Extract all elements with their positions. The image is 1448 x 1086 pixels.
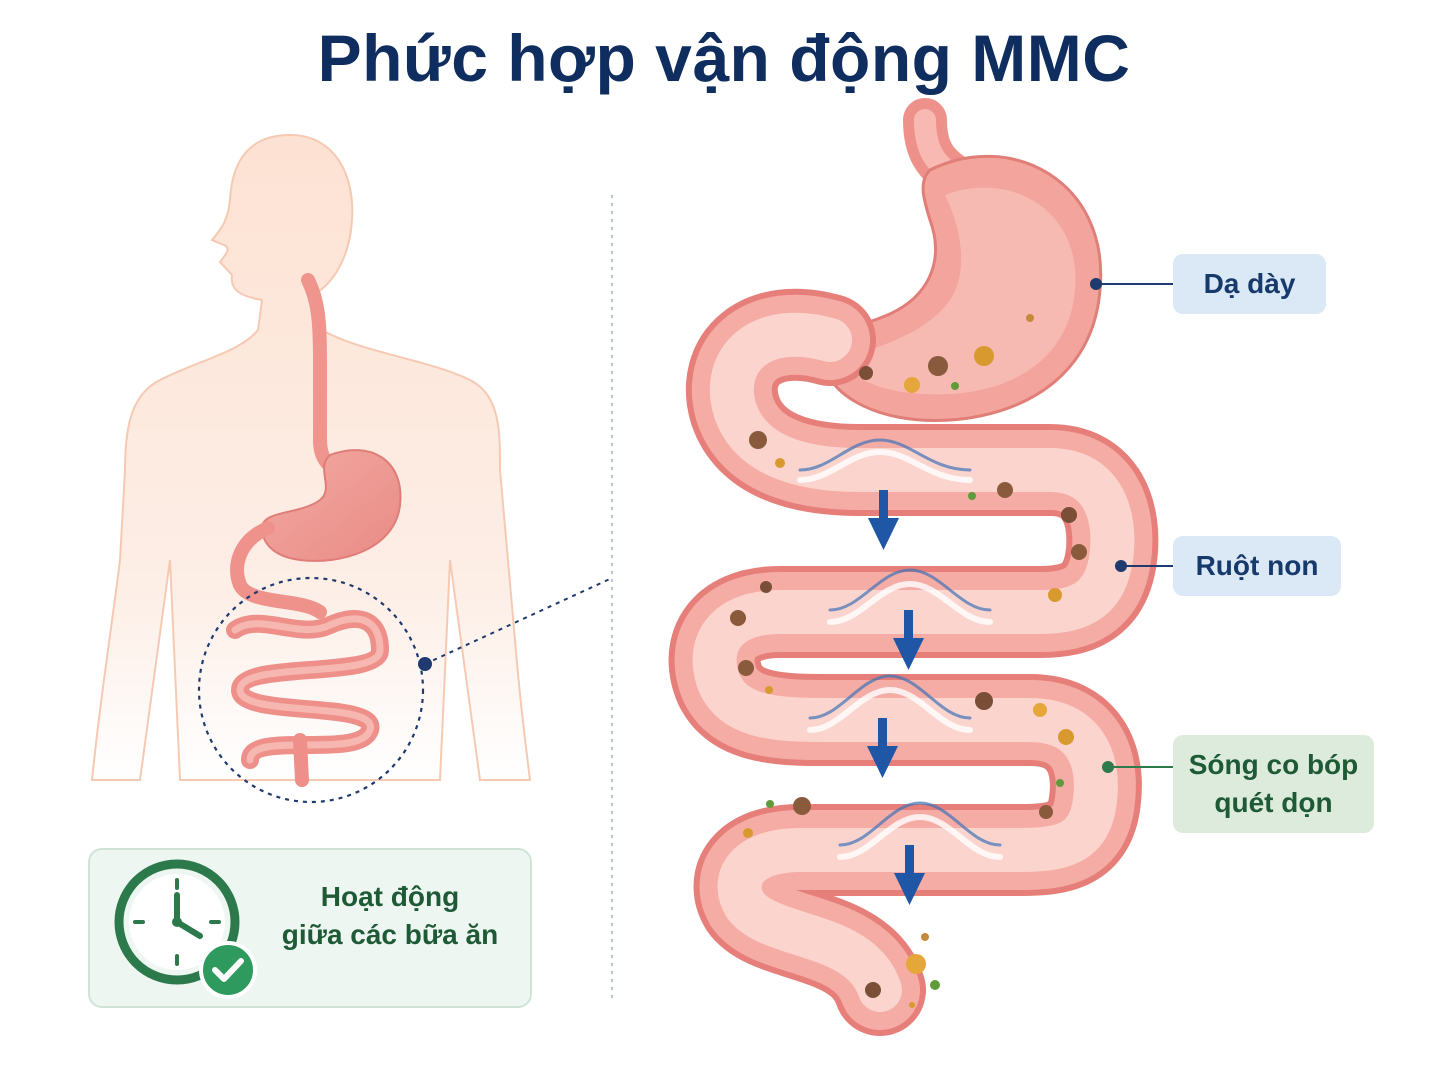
- wave-label-line1: Sóng co bóp: [1188, 749, 1359, 781]
- small-intestine-label: Ruột non: [1173, 536, 1341, 596]
- meal-activity-line2: giữa các bữa ăn: [281, 918, 499, 950]
- meal-activity-text: Hoạt động giữa các bữa ăn: [260, 878, 520, 954]
- check-icon: [199, 941, 257, 999]
- peristaltic-waves: [797, 438, 1003, 860]
- food-particles: [730, 314, 1087, 1008]
- stomach-label: Dạ dày: [1173, 254, 1326, 314]
- zoom-circle: [197, 576, 425, 804]
- clock-icon: [114, 859, 240, 985]
- callout-lines: [1090, 278, 1173, 773]
- arrow-down-icon: [867, 490, 925, 905]
- small-intestine-small: [226, 610, 390, 787]
- page-title: Phức hợp vận động MMC: [317, 21, 1131, 95]
- wave-label: Sóng co bóp quét dọn: [1173, 735, 1374, 833]
- small-intestine-large: [668, 288, 1159, 1036]
- wave-label-line2: quét dọn: [1214, 787, 1333, 818]
- zoom-dot: [418, 657, 432, 671]
- meal-activity-box: Hoạt động giữa các bữa ăn: [88, 848, 532, 1008]
- stomach-small: [260, 449, 402, 562]
- meal-activity-line1: Hoạt động: [320, 881, 460, 912]
- stomach-label-text: Dạ dày: [1203, 268, 1296, 300]
- human-body-silhouette: [90, 133, 532, 781]
- zoom-connector: [424, 577, 613, 665]
- small-intestine-label-text: Ruột non: [1195, 550, 1319, 582]
- stomach-inner: [845, 187, 1076, 395]
- duodenum-small: [230, 521, 327, 619]
